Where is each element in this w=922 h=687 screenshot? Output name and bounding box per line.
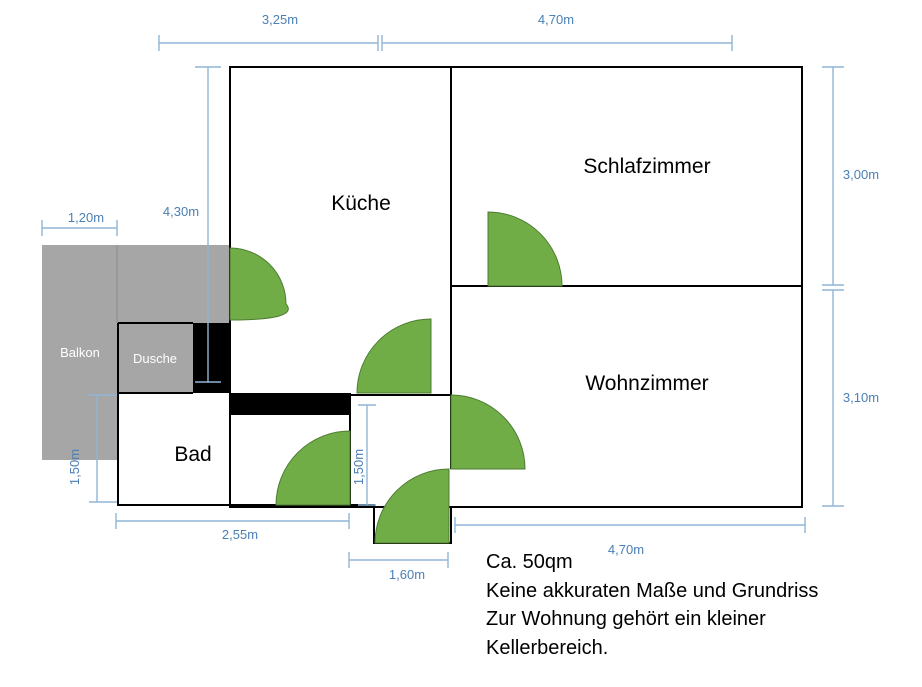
balkon-area bbox=[42, 245, 118, 460]
dimension-lines bbox=[41, 35, 844, 568]
note-area: Ca. 50qm bbox=[486, 551, 573, 573]
door-flur bbox=[374, 468, 450, 544]
note-keller-2: Kellerbereich. bbox=[486, 636, 609, 659]
doors bbox=[229, 211, 563, 544]
door-wohnzimmer bbox=[450, 394, 526, 470]
notes-block: Ca. 50qm Keine akkuraten Maße und Grundr… bbox=[486, 548, 818, 662]
dim-top-left: 3,25m bbox=[262, 12, 298, 27]
note-keller-1: Zur Wohnung gehört ein kleiner bbox=[486, 608, 766, 630]
dim-right-bottom: 3,10m bbox=[843, 390, 879, 405]
dim-bottom-bad: 2,55m bbox=[222, 527, 258, 542]
balkon-upper-area bbox=[117, 245, 230, 323]
room-kueche: Küche bbox=[331, 192, 391, 215]
dim-balkon-width: 1,20m bbox=[68, 210, 104, 225]
note-accuracy: Keine akkuraten Maße und Grundriss bbox=[486, 579, 819, 602]
dim-flur-width: 1,60m bbox=[389, 567, 425, 582]
room-wohnzimmer: Wohnzimmer bbox=[585, 372, 708, 395]
room-bad: Bad bbox=[174, 443, 211, 466]
dusche-area bbox=[118, 323, 193, 393]
door-schlafzimmer bbox=[487, 211, 563, 287]
dim-flur-height: 1,50m bbox=[351, 449, 366, 485]
dim-right-top: 3,00m bbox=[843, 167, 879, 182]
dim-balkon-height: 1,50m bbox=[67, 449, 82, 485]
door-kueche bbox=[356, 318, 432, 394]
dim-top-right: 4,70m bbox=[538, 12, 574, 27]
dim-left-height: 4,30m bbox=[163, 204, 199, 219]
door-bad bbox=[275, 430, 351, 506]
dim-bottom-right: 4,70m bbox=[608, 542, 644, 557]
room-dusche: Dusche bbox=[133, 351, 177, 366]
room-schlafzimmer: Schlafzimmer bbox=[583, 155, 710, 178]
room-balkon: Balkon bbox=[60, 345, 100, 360]
door-kueche-balkon bbox=[229, 247, 289, 321]
wall-block-kitchen bbox=[230, 393, 350, 415]
